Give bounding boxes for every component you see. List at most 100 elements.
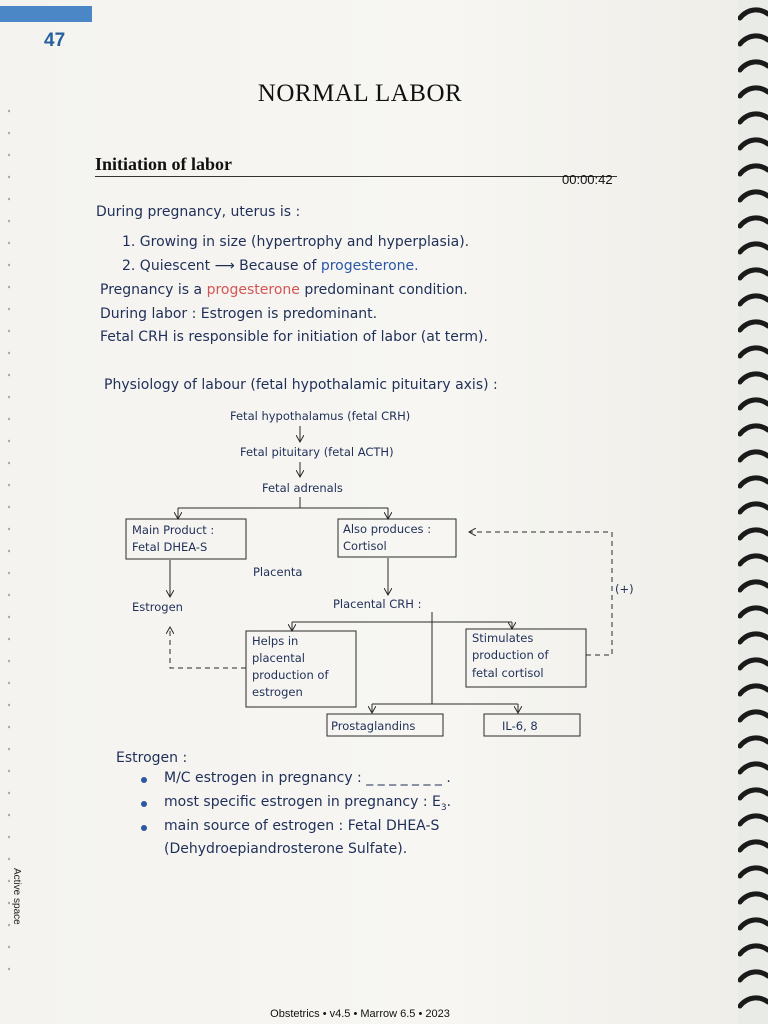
spiral-coil <box>738 943 768 957</box>
node-interleukins: IL-6, 8 <box>502 719 538 733</box>
section-divider <box>95 176 617 177</box>
spiral-coil <box>738 345 768 359</box>
section-title: Initiation of labor <box>95 154 233 174</box>
spiral-coils <box>738 7 768 1009</box>
labor-physiology-diagram: Fetal hypothalamus (fetal CRH) Fetal pit… <box>125 409 634 737</box>
spiral-coil <box>738 657 768 671</box>
spiral-coil <box>738 371 768 385</box>
spiral-coil <box>738 215 768 229</box>
spiral-binding <box>738 0 768 1024</box>
page-footer: Obstetrics • v4.5 • Marrow 6.5 • 2023 <box>270 1008 450 1020</box>
estriol-subscript: 3 <box>440 802 447 813</box>
main-product-line-2: Fetal DHEA-S <box>132 540 207 554</box>
intro-line-6: Fetal CRH is responsible for initiation … <box>100 329 488 345</box>
node-adrenals: Fetal adrenals <box>262 481 343 495</box>
box-interleukins <box>483 713 581 737</box>
helps-line-4: estrogen <box>252 685 303 699</box>
spiral-coil <box>738 189 768 203</box>
intro-line-4-prefix: Pregnancy is a <box>100 282 203 298</box>
also-produces-line-1: Also produces : <box>343 522 431 536</box>
page-title: NORMAL LABOR <box>257 80 463 107</box>
estrogen-bullet-3-line-2: (Dehydroepiandrosterone Sulfate). <box>164 841 408 857</box>
video-timestamp[interactable]: 00:00:42 <box>562 172 613 187</box>
spiral-coil <box>738 319 768 333</box>
active-space-label: Active space <box>11 868 22 925</box>
spiral-coil <box>738 449 768 463</box>
intro-item-2-highlight: progesterone. <box>320 258 419 274</box>
intro-line-4: Pregnancy is a progesterone predominant … <box>100 282 468 298</box>
spiral-coil <box>738 423 768 437</box>
intro-line-4-suffix: predominant condition. <box>304 282 468 298</box>
node-prostaglandins: Prostaglandins <box>331 719 415 733</box>
estrogen-bullet-2-text: most specific estrogen in pregnancy : <box>164 794 428 810</box>
spiral-coil <box>738 475 768 489</box>
spiral-coil <box>738 137 768 151</box>
spiral-coil <box>738 85 768 99</box>
dashed-feedback-loop <box>470 532 613 656</box>
spiral-coil <box>738 631 768 645</box>
intro-item-2: 2. Quiescent ⟶ Because of progesterone. <box>122 258 419 274</box>
spiral-coil <box>738 865 768 879</box>
intro-item-2-middle: Because of <box>239 258 317 274</box>
intro-line-1: During pregnancy, uterus is : <box>96 204 301 220</box>
intro-item-1: 1. Growing in size (hypertrophy and hype… <box>122 234 470 250</box>
node-estrogen: Estrogen <box>132 600 183 614</box>
spiral-coil <box>738 995 768 1009</box>
estrogen-bullet-1: M/C estrogen in pregnancy : _ _ _ _ _ _ … <box>164 770 451 786</box>
spiral-coil <box>738 33 768 47</box>
bullet-icon <box>141 777 147 783</box>
spiral-coil <box>738 163 768 177</box>
notebook-page: 47 NORMAL LABOR Initiation of labor 00:0… <box>0 0 740 1024</box>
spiral-coil <box>738 969 768 983</box>
intro-item-2-prefix: 2. Quiescent <box>122 258 211 274</box>
stimulates-line-3: fetal cortisol <box>472 666 544 680</box>
spiral-coil <box>738 59 768 73</box>
spiral-coil <box>738 293 768 307</box>
also-produces-line-2: Cortisol <box>343 539 387 553</box>
spiral-coil <box>738 111 768 125</box>
spiral-coil <box>738 683 768 697</box>
spiral-coil <box>738 891 768 905</box>
spiral-coil <box>738 553 768 567</box>
spiral-coil <box>738 267 768 281</box>
spiral-coil <box>738 839 768 853</box>
estriol-symbol: E <box>432 794 441 810</box>
intro-line-5: During labor : Estrogen is predominant. <box>100 306 378 322</box>
helps-line-1: Helps in <box>252 634 298 648</box>
box-prostaglandins <box>326 713 444 737</box>
spiral-coil <box>738 579 768 593</box>
spiral-coil <box>738 917 768 931</box>
bullet-icon <box>141 801 147 807</box>
spiral-coil <box>738 7 768 21</box>
spiral-coil <box>738 397 768 411</box>
left-margin-dots <box>8 100 10 980</box>
spiral-coil <box>738 761 768 775</box>
stimulates-line-2: production of <box>472 648 549 662</box>
node-hypothalamus: Fetal hypothalamus (fetal CRH) <box>230 409 410 423</box>
node-placental-crh: Placental CRH : <box>333 597 421 611</box>
page-number: 47 <box>44 30 66 51</box>
spiral-coil <box>738 787 768 801</box>
bullet-icon <box>141 825 147 831</box>
box-also-produces <box>337 518 457 558</box>
diagram-heading: Physiology of labour (fetal hypothalamic… <box>104 377 498 393</box>
spiral-coil <box>738 527 768 541</box>
box-stimulates <box>465 628 587 688</box>
spiral-coil <box>738 813 768 827</box>
helps-line-3: production of <box>252 668 329 682</box>
box-main-product <box>125 518 247 560</box>
spiral-coil <box>738 501 768 515</box>
estrogen-heading: Estrogen : <box>116 750 188 766</box>
placenta-label: Placenta <box>253 565 302 579</box>
stimulates-line-1: Stimulates <box>472 631 533 645</box>
helps-line-2: placental <box>252 651 305 665</box>
spiral-coil <box>738 709 768 723</box>
feedback-positive-label: (+) <box>615 582 634 596</box>
intro-line-4-highlight: progesterone <box>206 282 300 298</box>
box-helps <box>245 630 357 708</box>
spiral-coil <box>738 241 768 255</box>
estrogen-bullet-3-line-1: main source of estrogen : Fetal DHEA-S <box>164 818 440 834</box>
dashed-arrow-to-estrogen <box>170 628 246 669</box>
arrow-icon: ⟶ <box>214 258 235 274</box>
page-tab <box>0 6 92 22</box>
